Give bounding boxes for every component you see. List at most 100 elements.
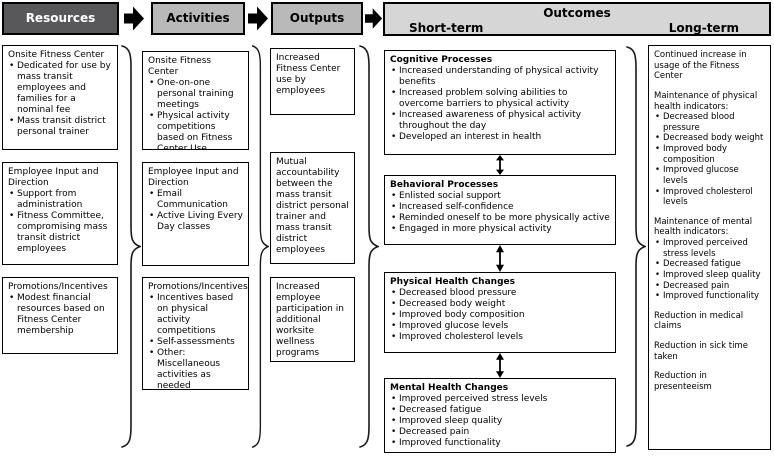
bullet-list: Support from administration Fitness Comm… xyxy=(8,189,112,255)
bullet-item: Improved body composition xyxy=(654,144,765,165)
box-title: Mental Health Changes xyxy=(390,383,509,393)
box-title: Employee Input and Direction xyxy=(148,167,239,188)
resources-box-onsite-fitness-center: Onsite Fitness Center Dedicated for use … xyxy=(2,45,118,150)
box-text: Increased Fitness Center use by employee… xyxy=(276,53,341,96)
double-arrow-icon xyxy=(496,155,504,175)
box-text: Increased employee participation in addi… xyxy=(276,282,344,358)
bullet-item: Decreased blood pressure xyxy=(654,112,765,133)
box-title: Employee Input and Direction xyxy=(8,167,99,188)
bullet-item: Improved cholesterol levels xyxy=(390,332,610,343)
bullet-list: Decreased blood pressure Decreased body … xyxy=(390,288,610,343)
bullet-list: Improved perceived stress levels Decreas… xyxy=(390,394,610,449)
bullet-item: Other: Miscellaneous activities as neede… xyxy=(148,348,243,389)
outcomes-subheaders: Short-term Long-term xyxy=(385,21,769,36)
section-text: Continued increase in usage of the Fitne… xyxy=(654,50,747,82)
longterm-section: Reduction in presenteeism xyxy=(654,371,765,392)
bullet-list: Modest financial resources based on Fitn… xyxy=(8,293,112,337)
bullet-item: Physical activity competitions based on … xyxy=(148,111,243,149)
activities-header: Activities xyxy=(151,2,245,35)
bullet-item: Decreased fatigue xyxy=(390,405,610,416)
bullet-item: Support from administration xyxy=(8,189,112,211)
resources-box-employee-input: Employee Input and Direction Support fro… xyxy=(2,162,118,265)
bullet-item: Increased problem solving abilities to o… xyxy=(390,88,610,110)
activities-box-onsite-fitness-center: Onsite Fitness Center One-on-one persona… xyxy=(142,51,249,150)
section-text: Maintenance of physical health indicator… xyxy=(654,90,758,112)
bullet-item: Increased self-confidence xyxy=(390,202,610,213)
bullet-item: Decreased pain xyxy=(654,281,765,292)
outcomes-header: Outcomes Short-term Long-term xyxy=(383,2,771,36)
bullet-item: Active Living Every Day classes xyxy=(148,211,243,233)
bullet-item: Improved body composition xyxy=(390,310,610,321)
double-arrow-icon xyxy=(496,353,504,378)
outputs-box-fitness-center-use: Increased Fitness Center use by employee… xyxy=(270,48,355,115)
box-title: Promotions/Incentives xyxy=(148,282,248,292)
bullet-list: Dedicated for use by mass transit employ… xyxy=(8,61,112,138)
bullet-item: Decreased blood pressure xyxy=(390,288,610,299)
brace-activities-outputs xyxy=(251,45,269,448)
shortterm-box-behavioral-processes: Behavioral Processes Enlisted social sup… xyxy=(384,175,616,245)
box-title: Behavioral Processes xyxy=(390,180,499,190)
bullet-item: Improved functionality xyxy=(390,438,610,449)
double-arrow-icon xyxy=(496,245,504,272)
longterm-section: Reduction in sick time taken xyxy=(654,341,765,362)
bullet-item: Incentives based on physical activity co… xyxy=(148,293,243,337)
short-term-label: Short-term xyxy=(409,20,484,35)
outputs-header-label: Outputs xyxy=(289,11,345,26)
bullet-item: Self-assessments xyxy=(148,337,243,348)
bullet-item: Improved perceived stress levels xyxy=(654,238,765,259)
resources-box-promotions: Promotions/Incentives Modest financial r… xyxy=(2,277,118,354)
bullet-list: Enlisted social support Increased self-c… xyxy=(390,191,610,235)
bullet-list: Decreased blood pressure Decreased body … xyxy=(654,112,765,208)
bullet-item: Developed an interest in health xyxy=(390,132,610,143)
bullet-item: Engaged in more physical activity xyxy=(390,224,610,235)
outputs-box-employee-participation: Increased employee participation in addi… xyxy=(270,277,355,362)
bullet-item: Fitness Committee, compromising mass tra… xyxy=(8,211,112,255)
bullet-item: Increased understanding of physical acti… xyxy=(390,66,610,88)
activities-header-label: Activities xyxy=(166,11,230,26)
bullet-list: One-on-one personal training meetings Ph… xyxy=(148,78,243,149)
bullet-item: Mass transit district personal trainer xyxy=(8,116,112,138)
bullet-item: Improved functionality xyxy=(654,291,765,302)
resources-header: Resources xyxy=(2,2,119,35)
box-title: Onsite Fitness Center xyxy=(8,50,105,60)
bullet-item: Enlisted social support xyxy=(390,191,610,202)
shortterm-box-mental-health-changes: Mental Health Changes Improved perceived… xyxy=(384,378,616,453)
bullet-item: Improved sleep quality xyxy=(390,416,610,427)
brace-shortterm-longterm xyxy=(626,46,646,447)
box-title: Onsite Fitness Center xyxy=(148,56,212,77)
bullet-item: One-on-one personal training meetings xyxy=(148,78,243,111)
box-title: Physical Health Changes xyxy=(390,277,515,287)
bullet-item: Reminded oneself to be more physically a… xyxy=(390,213,610,224)
shortterm-box-cognitive-processes: Cognitive Processes Increased understand… xyxy=(384,50,616,155)
section-text: Maintenance of mental health indicators: xyxy=(654,216,753,238)
bullet-list: Improved perceived stress levels Decreas… xyxy=(654,238,765,302)
flow-arrow-icon xyxy=(365,8,383,29)
section-text: Reduction in sick time taken xyxy=(654,341,748,362)
bullet-item: Improved cholesterol levels xyxy=(654,187,765,208)
bullet-item: Email Communication xyxy=(148,189,243,211)
bullet-list: Incentives based on physical activity co… xyxy=(148,293,243,389)
longterm-section: Reduction in medical claims xyxy=(654,311,765,332)
box-title: Cognitive Processes xyxy=(390,55,493,65)
longterm-section: Maintenance of mental health indicators:… xyxy=(654,217,765,302)
longterm-section: Continued increase in usage of the Fitne… xyxy=(654,50,765,82)
shortterm-box-physical-health-changes: Physical Health Changes Decreased blood … xyxy=(384,272,616,353)
longterm-section: Maintenance of physical health indicator… xyxy=(654,91,765,208)
resources-header-label: Resources xyxy=(25,11,96,26)
bullet-item: Improved perceived stress levels xyxy=(390,394,610,405)
bullet-item: Decreased body weight xyxy=(390,299,610,310)
bullet-list: Email Communication Active Living Every … xyxy=(148,189,243,233)
section-text: Reduction in presenteeism xyxy=(654,371,712,392)
brace-outputs-shortterm xyxy=(359,45,379,448)
outcomes-header-label: Outcomes xyxy=(543,6,611,20)
outputs-box-mutual-accountability: Mutual accountability between the mass t… xyxy=(270,152,355,264)
longterm-outcomes-box: Continued increase in usage of the Fitne… xyxy=(648,45,771,450)
flow-arrow-icon xyxy=(124,6,144,31)
long-term-label: Long-term xyxy=(668,20,739,35)
activities-box-employee-input: Employee Input and Direction Email Commu… xyxy=(142,162,249,266)
bullet-item: Dedicated for use by mass transit employ… xyxy=(8,61,112,116)
bullet-list: Increased understanding of physical acti… xyxy=(390,66,610,143)
box-text: Mutual accountability between the mass t… xyxy=(276,157,349,255)
outputs-header: Outputs xyxy=(271,2,363,35)
